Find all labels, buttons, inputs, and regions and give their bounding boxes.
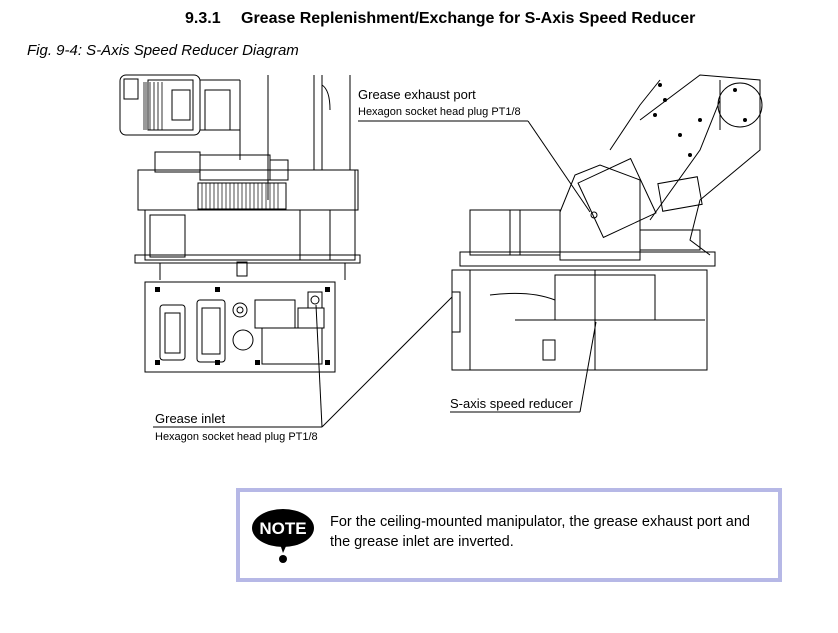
leader-lines	[153, 120, 597, 428]
grease-inlet-detail: Hexagon socket head plug PT1/8	[155, 431, 318, 443]
side-view-drawing	[451, 74, 763, 371]
section-heading: 9.3.1 Grease Replenishment/Exchange for S…	[185, 10, 695, 28]
figure-caption: Fig. 9-4: S-Axis Speed Reducer Diagram	[27, 42, 299, 59]
section-number: 9.3.1	[185, 10, 221, 27]
note-badge-text: NOTE	[259, 519, 306, 538]
front-view-drawing	[119, 74, 361, 373]
speed-reducer-label: S-axis speed reducer	[450, 396, 573, 411]
exhaust-port-detail: Hexagon socket head plug PT1/8	[358, 106, 521, 118]
exhaust-port-label: Grease exhaust port	[358, 87, 476, 102]
section-title: Grease Replenishment/Exchange for S-Axis…	[241, 10, 696, 27]
note-icon: NOTE	[252, 509, 314, 563]
grease-inlet-label: Grease inlet	[155, 411, 226, 426]
note-text: For the ceiling-mounted manipulator, the…	[330, 514, 750, 550]
note-box	[236, 488, 782, 582]
